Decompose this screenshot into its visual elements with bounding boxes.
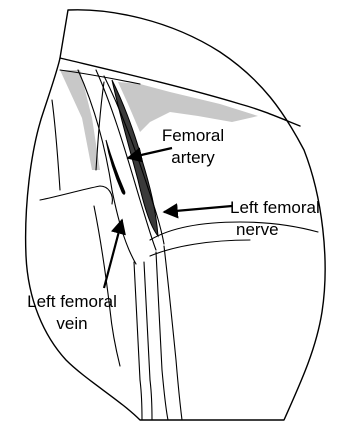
left-femoral-vein-annotation: Left femoral vein xyxy=(27,220,122,333)
left-lower-fold xyxy=(94,206,120,366)
left-femoral-nerve-annotation: Left femoral nerve xyxy=(164,198,320,239)
left-femoral-nerve-label-line1: Left femoral xyxy=(230,198,320,217)
left-inner-curve xyxy=(52,100,60,190)
femoral-artery-label-line2: artery xyxy=(171,148,215,167)
left-femoral-nerve-arrow xyxy=(164,206,232,212)
right-branch-curve xyxy=(150,222,318,240)
femoral-vessels xyxy=(78,70,182,420)
left-femoral-nerve-label-line2: nerve xyxy=(236,220,279,239)
vessel-trunk-right xyxy=(156,252,168,420)
left-femoral-vein-label-line2: vein xyxy=(56,314,87,333)
vessel-trunk-middle xyxy=(144,262,152,420)
femoral-artery-label-line1: Femoral xyxy=(162,126,224,145)
left-femoral-vein-label-line1: Left femoral xyxy=(27,292,117,311)
left-lower-branch xyxy=(40,186,112,204)
femoral-vein-shape xyxy=(106,140,125,194)
left-femoral-vein-arrow xyxy=(104,220,122,288)
vessel-trunk-far-right xyxy=(164,246,182,420)
left-middle-curve xyxy=(96,82,104,170)
fat-tissue-shading xyxy=(60,70,258,170)
vessel-trunk-left xyxy=(134,262,142,420)
fat-region-left xyxy=(60,70,100,170)
inguinal-ligament-line xyxy=(60,58,300,126)
